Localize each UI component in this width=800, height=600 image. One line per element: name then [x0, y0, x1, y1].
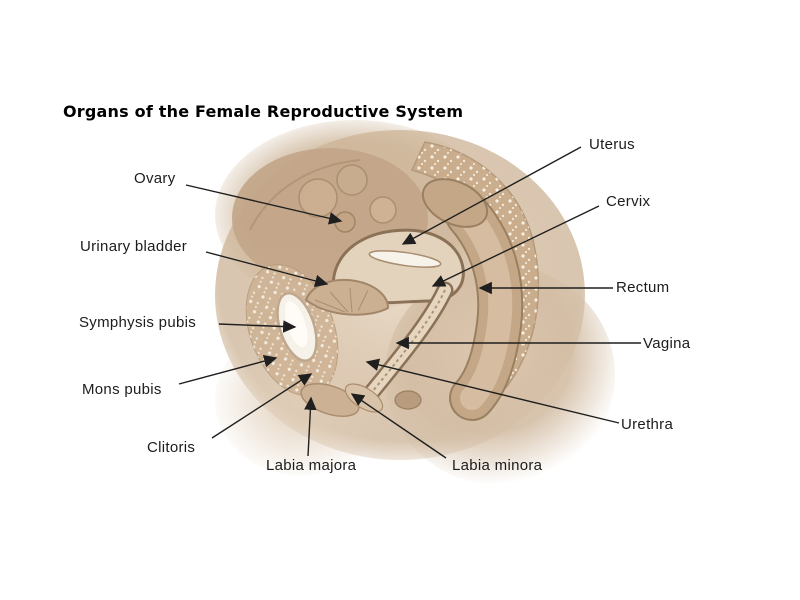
label-urinary-bladder: Urinary bladder	[80, 238, 188, 255]
label-ovary: Ovary	[134, 170, 176, 187]
rectum-shape	[421, 178, 524, 421]
leader-line-symphysis-pubis	[218, 320, 297, 333]
leader-line-urinary-bladder	[205, 251, 329, 288]
symphysis-shape	[276, 292, 318, 362]
leader-line-uterus	[401, 146, 582, 245]
leader-line-mons-pubis	[178, 354, 278, 385]
leader-lines	[178, 146, 641, 459]
label-symphysis-pubis: Symphysis pubis	[79, 314, 197, 331]
leader-line-clitoris	[211, 373, 313, 439]
leader-line-labia-minora	[350, 393, 447, 459]
leader-line-labia-majora	[304, 396, 317, 457]
label-rectum: Rectum	[616, 279, 670, 296]
leader-line-urethra	[365, 358, 620, 424]
page-title: Organs of the Female Reproductive System	[63, 102, 464, 121]
ovary-shape	[334, 211, 356, 233]
vagina-shape	[363, 281, 454, 401]
leader-line-cervix	[431, 205, 600, 287]
label-mons-pubis: Mons pubis	[82, 381, 162, 398]
leader-line-ovary	[185, 184, 343, 225]
label-urethra: Urethra	[621, 416, 674, 433]
label-labia-minora: Labia minora	[452, 457, 543, 474]
label-uterus: Uterus	[589, 136, 635, 153]
label-vagina: Vagina	[643, 335, 691, 352]
label-cervix: Cervix	[606, 193, 651, 210]
label-labia-majora: Labia majora	[266, 457, 357, 474]
label-clitoris: Clitoris	[147, 439, 196, 456]
